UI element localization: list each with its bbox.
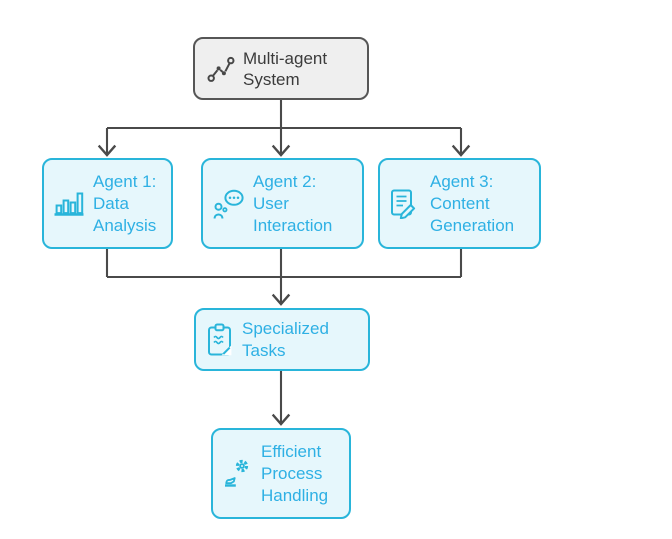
gear-hand-icon	[222, 456, 253, 491]
node-label-line: User	[253, 193, 289, 213]
node-label-line: Analysis	[93, 215, 157, 235]
node-label-line: Tasks	[242, 340, 286, 360]
node-label: Agent 1: Data Analysis	[93, 171, 156, 237]
node-label-line: Agent 2:	[253, 171, 317, 191]
node-specialized-tasks: Specialized Tasks	[194, 308, 370, 371]
node-label-line: Efficient	[261, 441, 322, 461]
node-label: Agent 3: Content Generation	[430, 171, 514, 237]
document-pencil-icon	[389, 188, 422, 219]
node-label: Efficient Process Handling	[261, 441, 328, 507]
node-label-line: System	[243, 69, 300, 89]
clipboard-icon	[205, 323, 234, 357]
node-label: Specialized Tasks	[242, 318, 329, 362]
edge-agents-to-tasks	[105, 249, 463, 306]
node-label-line: Multi-agent	[243, 48, 328, 68]
node-label-line: Content	[430, 193, 490, 213]
node-label-line: Data	[93, 193, 129, 213]
bar-chart-icon	[53, 190, 85, 217]
node-label-line: Interaction	[253, 215, 333, 235]
edge-tasks-to-process	[271, 371, 291, 426]
node-label-line: Agent 1:	[93, 171, 157, 191]
node-multi-agent-system: Multi-agent System	[193, 37, 369, 100]
network-nodes-icon	[207, 55, 235, 83]
node-label-line: Agent 3:	[430, 171, 494, 191]
node-efficient-process-handling: Efficient Process Handling	[211, 428, 351, 519]
node-agent1-data-analysis: Agent 1: Data Analysis	[42, 158, 173, 249]
node-label: Multi-agent System	[243, 48, 327, 90]
node-agent2-user-interaction: Agent 2: User Interaction	[201, 158, 364, 249]
node-label-line: Specialized	[242, 318, 329, 338]
node-label: Agent 2: User Interaction	[253, 171, 332, 237]
node-label-line: Process	[261, 463, 323, 483]
user-chat-icon	[212, 188, 245, 220]
node-label-line: Generation	[430, 215, 515, 235]
edge-root-to-agents	[97, 100, 471, 157]
node-agent3-content-generation: Agent 3: Content Generation	[378, 158, 541, 249]
node-label-line: Handling	[261, 485, 329, 505]
